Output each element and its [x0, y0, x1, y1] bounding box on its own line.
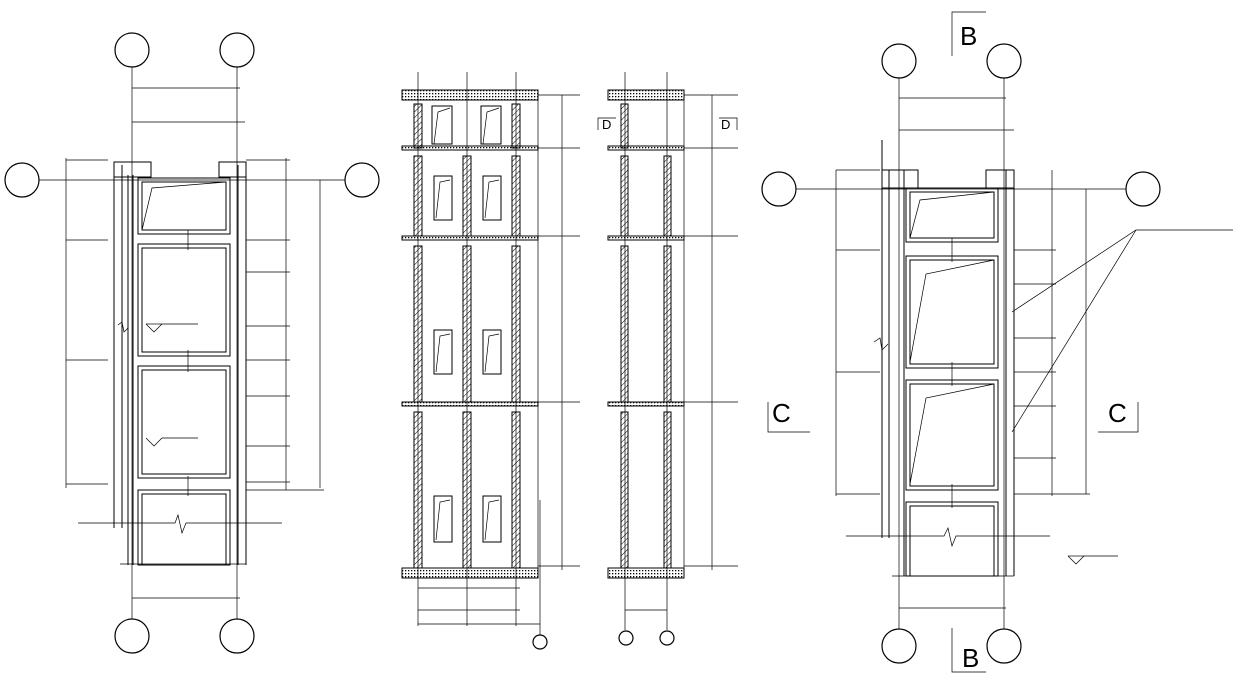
grid-bubble [761, 171, 797, 207]
section-mark-c-right: C [1108, 398, 1127, 428]
section-mark-d-left: D [602, 117, 611, 132]
grid-bubble [114, 32, 150, 68]
section-mark-b-top: B [960, 21, 977, 51]
grid-bubble [1125, 171, 1161, 207]
grid-bubble [114, 618, 150, 654]
grid-bubble [881, 43, 917, 79]
grid-bubble [344, 162, 380, 198]
section-middle [401, 72, 580, 650]
plan-right: B B C C [761, 11, 1233, 673]
grid-bubble [618, 630, 634, 646]
grid-bubble [219, 618, 255, 654]
grid-bubble [4, 162, 40, 198]
section-mark-c-left: C [772, 398, 791, 428]
section-narrow: D D [597, 72, 738, 646]
section-mark-b-bottom: B [962, 643, 979, 673]
grid-bubble [986, 43, 1022, 79]
grid-bubble [986, 628, 1022, 664]
plan-left [4, 32, 380, 654]
grid-bubble [532, 634, 548, 650]
grid-bubble [659, 630, 675, 646]
grid-bubble [881, 628, 917, 664]
section-mark-d-right: D [721, 117, 730, 132]
grid-bubble [219, 32, 255, 68]
